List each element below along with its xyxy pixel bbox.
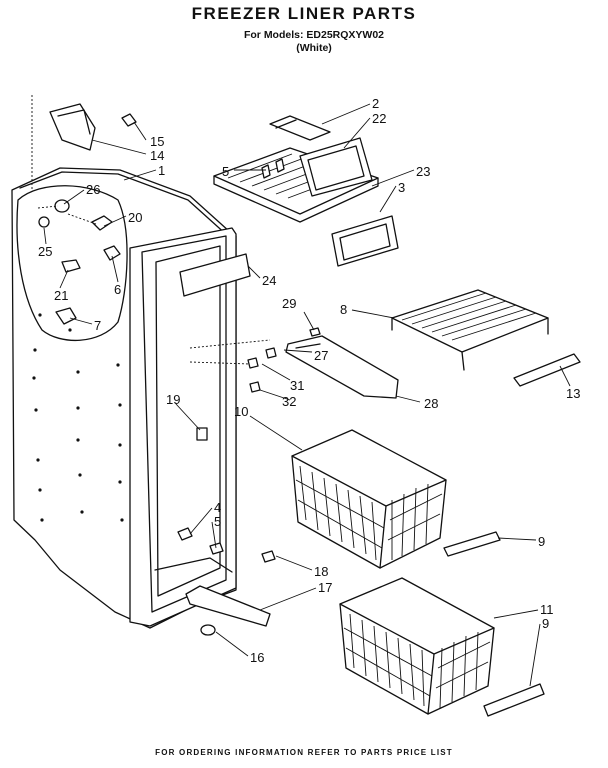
callout-14: 14 [150, 148, 164, 163]
callout-24: 24 [262, 273, 276, 288]
callout-6: 6 [114, 282, 121, 297]
part-19 [196, 427, 208, 441]
callout-9-lower: 9 [542, 616, 549, 631]
callout-4: 4 [214, 500, 221, 515]
callout-7: 7 [94, 318, 101, 333]
models-line: For Models: ED25RQXYW02 [243, 29, 385, 41]
bracket-28 [189, 327, 399, 399]
callout-23: 23 [416, 164, 430, 179]
color-line: (White) [296, 42, 332, 54]
callout-29: 29 [282, 296, 296, 311]
callout-28: 28 [424, 396, 438, 411]
callout-11: 11 [540, 602, 554, 617]
bumper-16 [200, 624, 216, 636]
callout-17: 17 [318, 580, 332, 595]
callout-31: 31 [290, 378, 304, 393]
callout-2: 2 [372, 96, 379, 111]
callout-9-upper: 9 [538, 534, 545, 549]
callout-3: 3 [398, 180, 405, 195]
leader-lines [43, 103, 571, 687]
part-24-duct [179, 253, 251, 297]
callout-26: 26 [86, 182, 100, 197]
callout-15: 15 [150, 134, 164, 149]
callout-5-bottom: 5 [214, 514, 221, 529]
callout-18: 18 [314, 564, 328, 579]
part-14-15-clip [49, 103, 137, 151]
callout-5-top: 5 [222, 164, 229, 179]
callout-10: 10 [234, 404, 248, 419]
top-shelf-assembly [213, 115, 399, 267]
callout-19: 19 [166, 392, 180, 407]
callout-22: 22 [372, 111, 386, 126]
callout-16: 16 [250, 650, 264, 665]
freezer-liner [11, 95, 237, 629]
callout-20: 20 [128, 210, 142, 225]
callout-25: 25 [38, 244, 52, 259]
page-title: FREEZER LINER PARTS [191, 4, 417, 23]
callout-21: 21 [54, 288, 68, 303]
basket-11 [339, 577, 545, 717]
rail-17 [185, 585, 271, 627]
callout-27: 27 [314, 348, 328, 363]
callout-13: 13 [566, 386, 580, 401]
callout-labels: 2 22 23 3 5 15 14 1 26 20 25 6 21 7 24 2… [38, 96, 580, 665]
basket-10 [291, 429, 501, 569]
screw-18 [261, 550, 276, 563]
callout-8: 8 [340, 302, 347, 317]
wire-shelf [391, 289, 581, 387]
callout-32: 32 [282, 394, 296, 409]
callout-1: 1 [158, 163, 165, 178]
ordering-footer: FOR ORDERING INFORMATION REFER TO PARTS … [155, 748, 453, 757]
